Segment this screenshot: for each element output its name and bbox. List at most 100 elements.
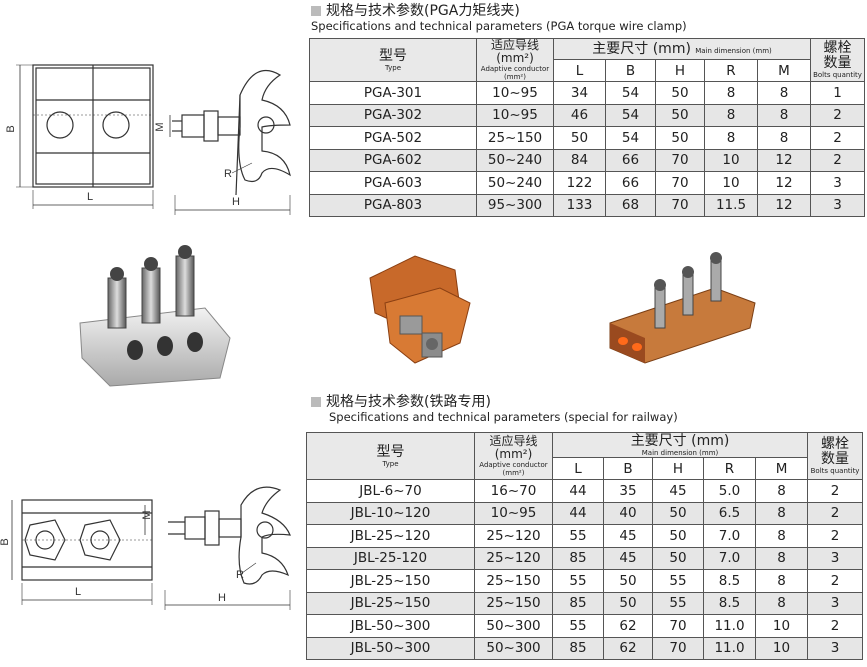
header-col-b-2: B (603, 457, 653, 480)
dim-label-m-2: M (141, 510, 153, 519)
dim-label-h: H (232, 196, 240, 208)
table-cell: 8 (756, 126, 812, 150)
table-cell: 50~240 (476, 148, 554, 172)
table-cell: 122 (553, 171, 606, 195)
table-cell: 2 (810, 148, 866, 172)
table-cell: 8 (754, 524, 809, 548)
table-cell: 7.0 (703, 524, 756, 548)
table-cell: 85 (552, 636, 604, 660)
table-cell: 70 (652, 636, 704, 660)
table-cell: 10 (704, 171, 758, 195)
table-cell: 2 (810, 103, 866, 127)
section1-title-cn: 规格与技术参数(PGA力矩线夹) (311, 3, 687, 19)
table-cell: 8 (704, 81, 758, 105)
table-cell: 11.0 (703, 636, 756, 660)
dim-label-b-2: B (0, 538, 11, 545)
table-cell: 55 (652, 569, 704, 593)
dim-label-m: M (154, 122, 166, 131)
table-cell: 2 (807, 479, 864, 503)
table-cell: 2 (807, 524, 864, 548)
table-cell: 8.5 (703, 569, 756, 593)
header-conductor: 适应导线 (mm²) Adaptive conductor (mm²) (476, 38, 554, 82)
table-cell: JBL-25-120 (306, 546, 475, 570)
table-cell: 50~240 (476, 171, 554, 195)
table-cell: 25~120 (474, 546, 553, 570)
table-cell: 25~120 (474, 524, 553, 548)
dim-label-b: B (5, 125, 17, 132)
table-cell: 55 (552, 614, 604, 638)
table-cell: PGA-301 (309, 81, 477, 105)
table-cell: 10~95 (476, 81, 554, 105)
table-cell: JBL-6~70 (306, 479, 475, 503)
table-cell: 8 (754, 501, 809, 525)
spec-table-pga: 型号 Type 适应导线 (mm²) Adaptive conductor (m… (309, 38, 866, 217)
table-cell: 6.5 (703, 501, 756, 525)
table-cell: 25~150 (474, 569, 553, 593)
table-cell: 50 (652, 501, 704, 525)
table-cell: 8.5 (703, 591, 756, 615)
table-cell: JBL-10~120 (306, 501, 475, 525)
header-col-r-2: R (703, 457, 756, 480)
table-cell: 50 (655, 81, 705, 105)
table-cell: 34 (553, 81, 606, 105)
table-cell: 54 (605, 81, 656, 105)
pga-clamp-technical-drawing: B L M R H (5, 64, 291, 215)
table-cell: 44 (552, 479, 604, 503)
table-cell: 8 (756, 81, 812, 105)
table-cell: 40 (603, 501, 653, 525)
table-cell: 70 (655, 193, 705, 217)
header-model-2: 型号 Type (306, 432, 475, 480)
table-cell: 50 (652, 546, 704, 570)
header-col-m: M (756, 59, 812, 82)
bullet-square-icon (311, 6, 321, 16)
table-cell: 66 (605, 148, 656, 172)
table-cell: PGA-603 (309, 171, 477, 195)
table-cell: 8 (704, 126, 758, 150)
table-cell: 50 (603, 569, 653, 593)
table-cell: 1 (810, 81, 866, 105)
table-cell: 84 (553, 148, 606, 172)
section2-title-cn: 规格与技术参数(铁路专用) (311, 394, 678, 410)
table-cell: 25~150 (476, 126, 554, 150)
header-col-l: L (553, 59, 606, 82)
table-cell: 133 (553, 193, 606, 217)
table-cell: PGA-803 (309, 193, 477, 217)
table-cell: 45 (652, 479, 704, 503)
table-cell: 25~150 (474, 591, 553, 615)
header-dimension-2: 主要尺寸 (mm) Main dimension (mm) (551, 432, 809, 458)
table-cell: 45 (603, 524, 653, 548)
table-cell: JBL-25~150 (306, 569, 475, 593)
dim-label-l-2: L (75, 586, 81, 598)
table-cell: 44 (552, 501, 604, 525)
dim-label-r: R (224, 168, 232, 180)
table-cell: 35 (603, 479, 653, 503)
table-cell: 8 (756, 103, 812, 127)
table-cell: JBL-50~300 (306, 636, 475, 660)
table-cell: 3 (807, 546, 864, 570)
table-cell: 12 (756, 148, 812, 172)
table-cell: 50 (553, 126, 606, 150)
table-cell: 70 (655, 148, 705, 172)
header-bolts: 螺栓 数量 Bolts quantity (810, 38, 866, 82)
table-cell: 8 (754, 546, 809, 570)
table-cell: 11.0 (703, 614, 756, 638)
table-cell: 54 (605, 126, 656, 150)
table-cell: 3 (810, 193, 866, 217)
section2-title-en: Specifications and technical parameters … (329, 410, 678, 424)
table-cell: 50~300 (474, 636, 553, 660)
dim-label-l: L (87, 191, 93, 203)
table-cell: 2 (807, 569, 864, 593)
table-cell: 70 (652, 614, 704, 638)
table-cell: 55 (552, 569, 604, 593)
header-col-h-2: H (652, 457, 704, 480)
